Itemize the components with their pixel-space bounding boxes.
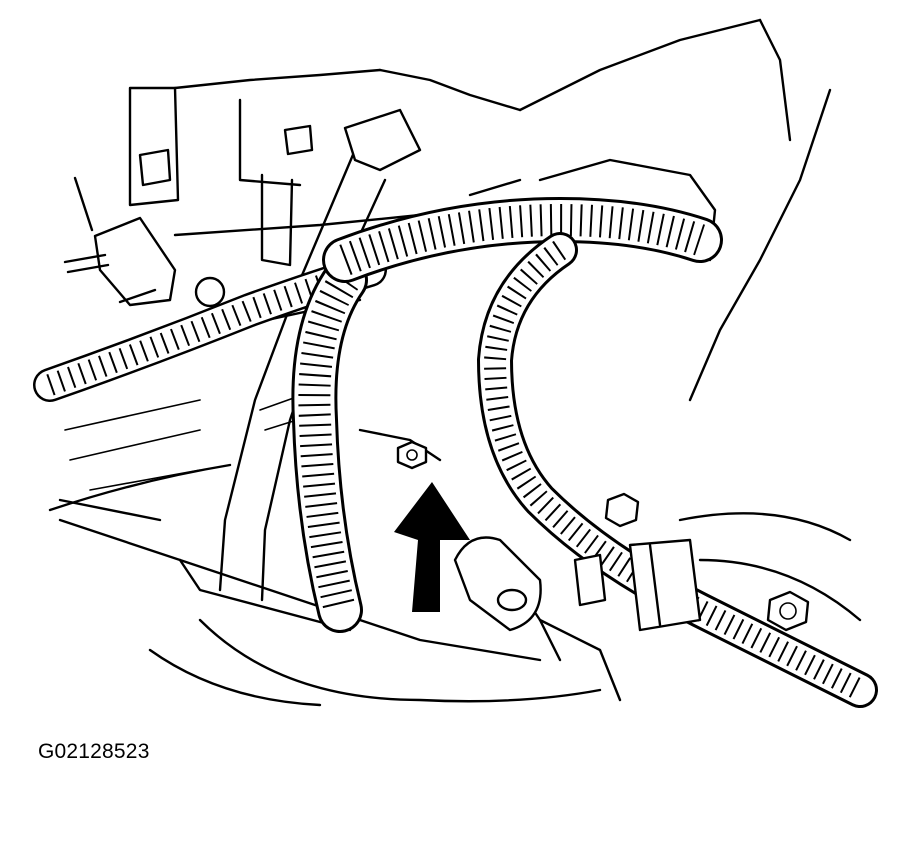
wiring-harness-top <box>322 196 723 283</box>
locator-arrow <box>394 482 470 612</box>
bolt-top-clamp <box>604 492 640 528</box>
sensor-mounting-bolt <box>396 440 428 470</box>
engine-block-outline <box>43 18 862 707</box>
sensor-bracket <box>358 428 542 632</box>
hex-nut-right <box>766 590 810 632</box>
harness-clamp <box>573 538 702 632</box>
wiring-harness-right <box>476 232 878 708</box>
figure-code: G02128523 <box>38 740 150 763</box>
wiring-harness-vertical <box>291 257 368 633</box>
